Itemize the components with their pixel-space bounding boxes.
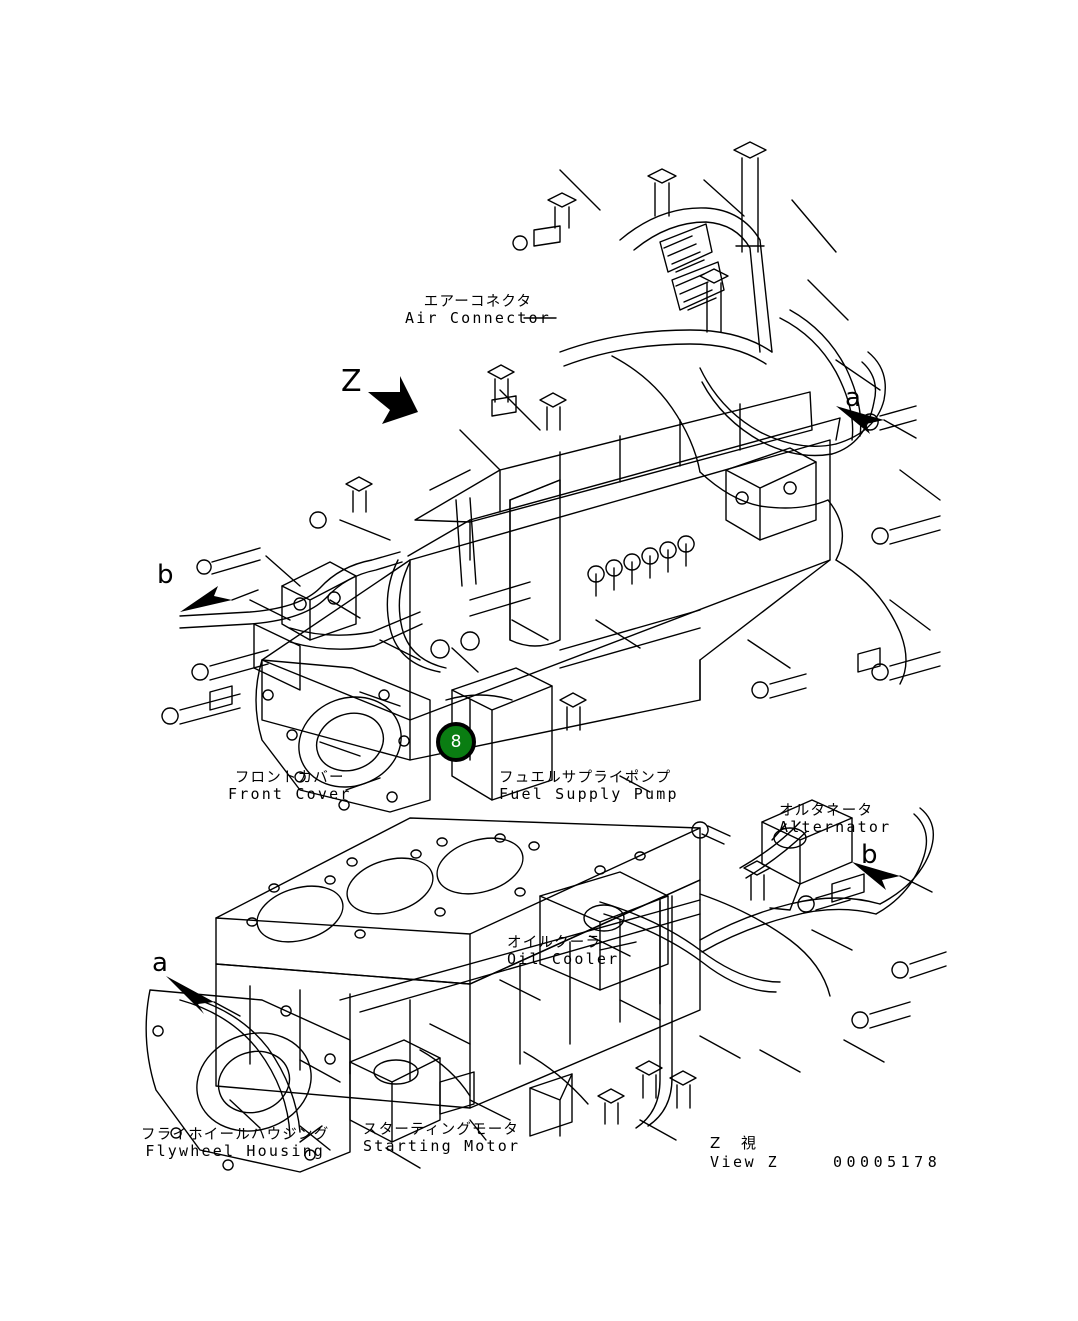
upper-fasteners [161,141,941,757]
upper-hoses [179,207,907,701]
callout-fuel-supply-pump: フュエルサプライポンプ Fuel Supply Pump [499,770,679,803]
callout-alternator-en: Alternator [779,818,892,837]
callout-starting-motor-jp: スターティングモータ [363,1122,520,1138]
callout-fuel-supply-pump-en: Fuel Supply Pump [499,785,679,804]
view-z-caption-en: View Z [710,1153,780,1171]
callout-alternator: オルタネータ Alternator [779,803,891,836]
callout-air-connector-jp: エアーコネクタ [423,294,533,310]
part-number: 00005178 [833,1153,942,1171]
callout-flywheel-housing-en: Flywheel Housing [145,1142,326,1161]
callout-leaders [299,317,787,1143]
section-ref-b-upper: b [157,560,174,590]
callout-oil-cooler: オイルクーラ Oil Cooler [507,935,619,968]
callout-front-cover: フロントカバー Front Cover [228,770,352,803]
section-arrow-tails [213,419,933,1017]
item-marker-8[interactable]: 8 [436,722,476,762]
callout-air-connector-en: Air Connector [405,309,551,328]
callout-starting-motor-en: Starting Motor [363,1137,521,1156]
callout-oil-cooler-en: Oil Cooler [507,950,620,969]
callout-front-cover-en: Front Cover [228,785,352,804]
callout-oil-cooler-jp: オイルクーラ [507,935,602,951]
callout-starting-motor: スターティングモータ Starting Motor [363,1122,520,1155]
view-z-arrow-label: Z [341,364,362,399]
z-view-arrow [368,376,418,424]
view-z-caption-jp: Z 視 [710,1134,765,1152]
callout-flywheel-housing-jp: フライホイールハウジング [141,1127,330,1143]
callout-alternator-jp: オルタネータ [779,803,874,819]
lower-hoses [179,807,934,1137]
section-ref-a-lower: a [152,948,168,978]
lower-engine-block [145,817,701,1173]
section-arrow-heads [166,406,900,1014]
view-z-caption: Z 視 View Z [710,1132,779,1171]
callout-air-connector: エアーコネクタ Air Connector [405,294,551,327]
callout-front-cover-jp: フロントカバー [234,770,345,786]
callout-flywheel-housing: フライホイールハウジング Flywheel Housing [141,1127,329,1160]
callout-fuel-supply-pump-jp: フュエルサプライポンプ [499,770,672,786]
section-ref-a-upper: a [845,383,861,413]
section-ref-b-lower: b [861,840,878,870]
